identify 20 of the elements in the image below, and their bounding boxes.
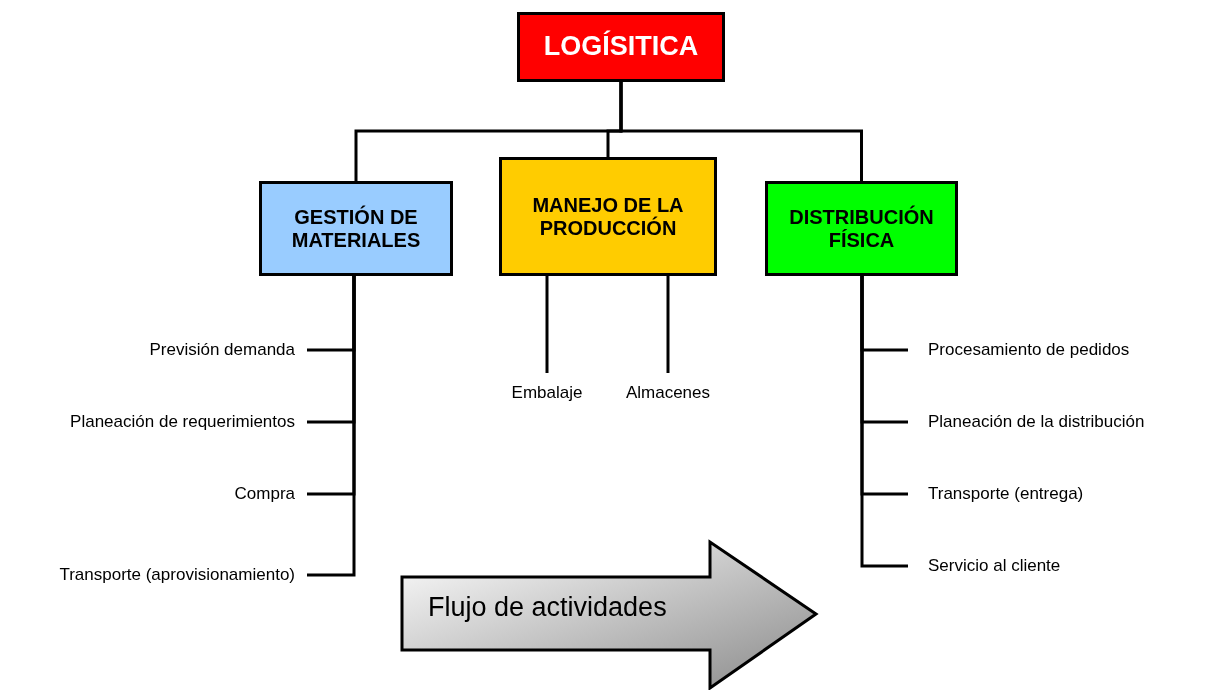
category-box: LOGÍSITICA xyxy=(517,12,725,82)
activity-label: Transporte (entrega) xyxy=(908,479,1207,509)
connector-line xyxy=(619,82,863,181)
connector-line xyxy=(860,276,908,568)
activity-label: Planeación de requerimientos xyxy=(0,407,307,437)
activity-label: Transporte (aprovisionamiento) xyxy=(0,547,307,603)
activity-label: Procesamiento de pedidos xyxy=(908,335,1207,365)
connector-line xyxy=(545,276,549,373)
flow-label: Flujo de actividades xyxy=(428,592,667,623)
activity-label: Previsión demanda xyxy=(0,335,307,365)
category-box: MANEJO DE LA PRODUCCIÓN xyxy=(499,157,717,276)
category-box: GESTIÓN DE MATERIALES xyxy=(259,181,453,276)
activity-label: Almacenes xyxy=(610,373,726,413)
category-box: DISTRIBUCIÓN FÍSICA xyxy=(765,181,958,276)
activity-label: Embalaje xyxy=(492,373,602,413)
connector-line xyxy=(307,276,356,577)
activity-label: Servicio al cliente xyxy=(908,551,1207,581)
activity-label: Planeación de la distribución xyxy=(908,407,1207,437)
activity-label: Compra xyxy=(0,479,307,509)
connector-line xyxy=(666,276,670,373)
